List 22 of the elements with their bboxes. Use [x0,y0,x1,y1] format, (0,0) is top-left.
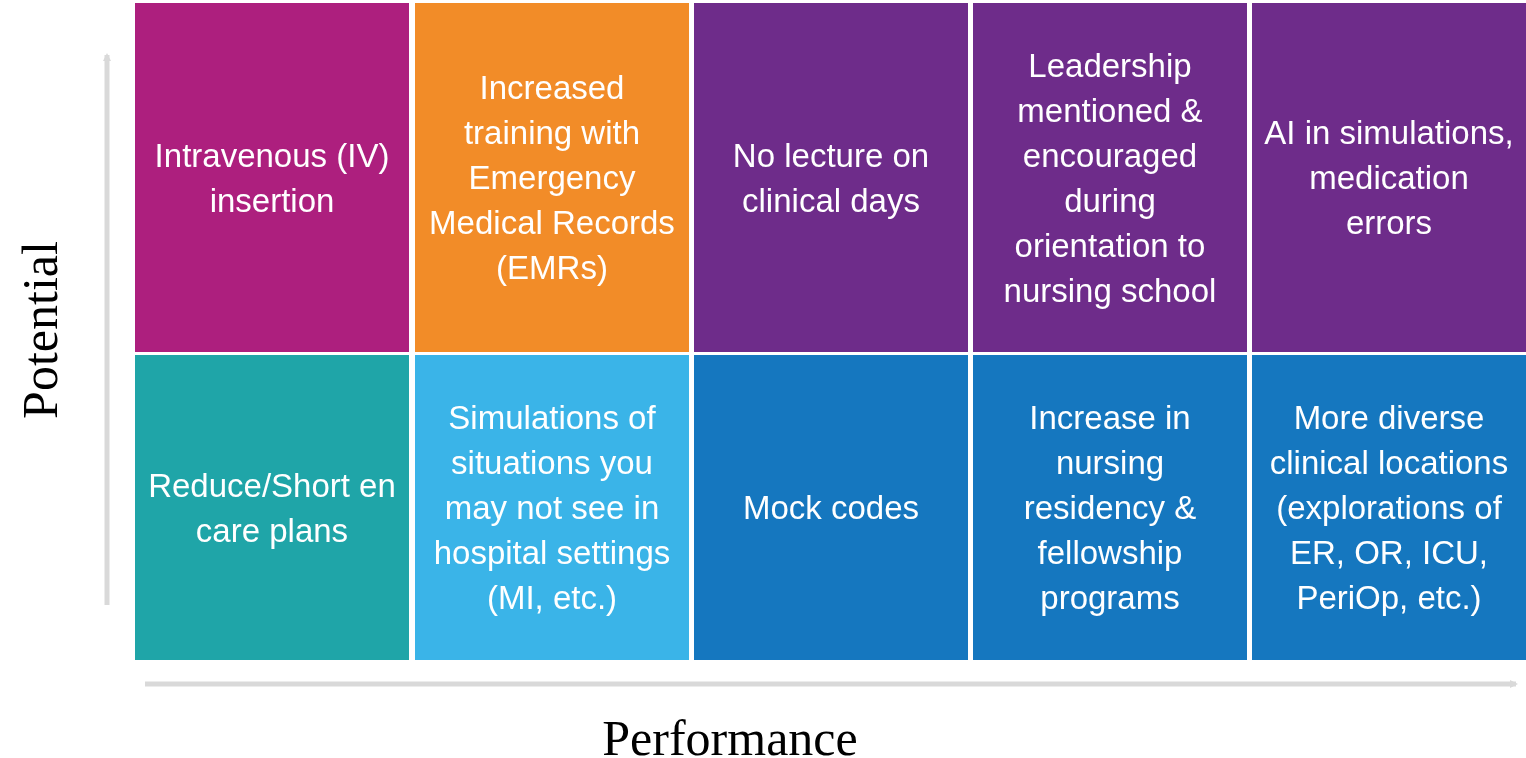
matrix-cell [415,3,689,352]
matrix-cell [1252,3,1526,352]
cell-text: Increased training with Emergency Medical Records (EMRs) [428,68,676,288]
matrix-cell [135,3,409,352]
matrix-cell [973,355,1247,660]
matrix-cell [694,3,968,352]
cell-text: Intravenous (IV) insertion [153,135,391,221]
cell-text: More diverse clinical locations (explorations of ER, OR, ICU, PeriOp, etc.) [1268,398,1510,618]
cell-text: Simulations of situations you may not see in hospital settings (MI, etc.) [432,398,672,618]
cell-text: Reduce/Short en care plans [147,465,397,551]
cell-text: AI in simulations, medication errors [1263,113,1515,243]
matrix-cell [135,355,409,660]
matrix-cell [694,355,968,660]
matrix-cell [415,355,689,660]
cell-text: Mock codes [742,488,920,528]
matrix-cell [973,3,1247,352]
cell-text: Increase in nursing residency & fellowship programs [1022,398,1198,618]
matrix-cell [1252,355,1526,660]
axis-title: Potential [11,241,69,419]
cell-text: Leadership mentioned & encouraged during orientation to nursing school [1002,45,1218,311]
axis-title: Performance [602,709,858,758]
cell-text: No lecture on clinical days [731,135,931,221]
